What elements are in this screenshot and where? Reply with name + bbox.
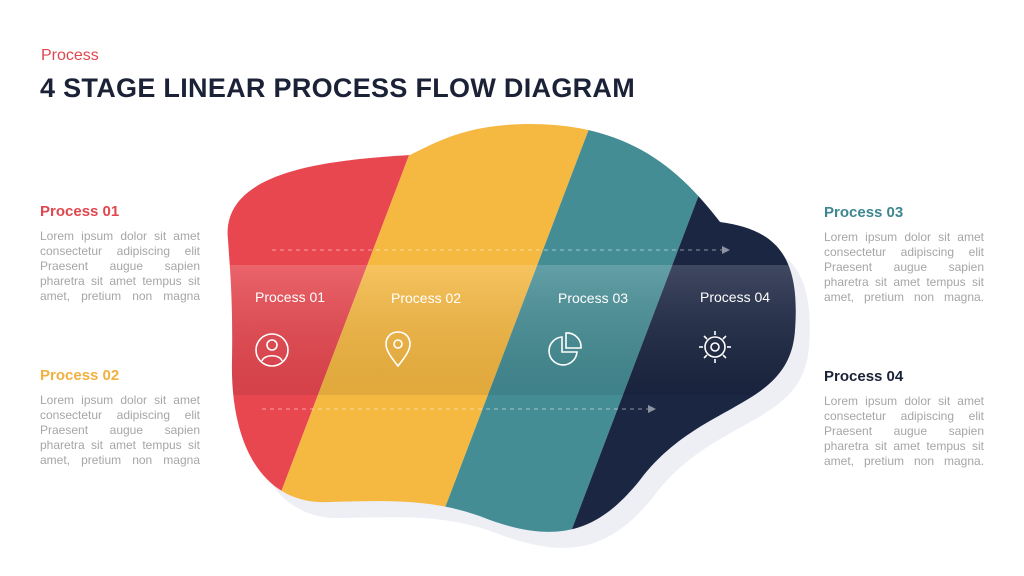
description-line: Lorem ipsum dolor sit amet bbox=[40, 229, 200, 243]
stage-band bbox=[227, 265, 796, 395]
stage-label-03: Process 03 bbox=[558, 290, 629, 306]
description-line: amet, pretium non magna. bbox=[824, 290, 984, 304]
description-line: Praesent augue sapien bbox=[824, 424, 984, 438]
stage-label-01: Process 01 bbox=[255, 289, 326, 305]
description-line: pharetra sit amet tempus sit bbox=[40, 274, 200, 288]
bottom-arrow-head bbox=[648, 405, 656, 413]
page-title: 4 STAGE LINEAR PROCESS FLOW DIAGRAM bbox=[40, 73, 636, 103]
location-pin-icon bbox=[385, 331, 411, 368]
description-line: Lorem ipsum dolor sit amet bbox=[40, 393, 200, 407]
section-eyebrow: Process bbox=[41, 47, 99, 64]
description-line: Lorem ipsum dolor sit amet bbox=[824, 230, 984, 244]
description-heading: Process 04 bbox=[824, 368, 904, 385]
stage-label-02: Process 02 bbox=[391, 290, 462, 306]
description-line: Praesent augue sapien bbox=[40, 423, 200, 437]
user-icon bbox=[255, 333, 289, 367]
gear-icon bbox=[699, 331, 731, 363]
description-line: amet, pretium non magna bbox=[40, 289, 200, 303]
description-line: pharetra sit amet tempus sit bbox=[824, 275, 984, 289]
description-line: amet, pretium non magna bbox=[40, 453, 200, 467]
description-line: consectetur adipiscing elit bbox=[824, 245, 984, 259]
description-process-03: Process 03 Lorem ipsum dolor sit amet co… bbox=[824, 204, 984, 305]
pie-chart-icon bbox=[548, 332, 582, 366]
description-line: Lorem ipsum dolor sit amet bbox=[824, 394, 984, 408]
description-heading: Process 01 bbox=[40, 203, 120, 220]
description-line: pharetra sit amet tempus sit bbox=[824, 439, 984, 453]
description-line: amet, pretium non magna. bbox=[824, 454, 984, 468]
description-line: consectetur adipiscing elit bbox=[40, 408, 200, 422]
description-line: Praesent augue sapien bbox=[824, 260, 984, 274]
description-line: pharetra sit amet tempus sit bbox=[40, 438, 200, 452]
top-arrow-head bbox=[722, 246, 730, 254]
description-line: consectetur adipiscing elit bbox=[40, 244, 200, 258]
description-heading: Process 02 bbox=[40, 367, 120, 384]
description-line: consectetur adipiscing elit bbox=[824, 409, 984, 423]
description-process-04: Process 04 Lorem ipsum dolor sit amet co… bbox=[824, 368, 984, 469]
description-process-02: Process 02 Lorem ipsum dolor sit amet co… bbox=[40, 367, 200, 468]
stage-label-04: Process 04 bbox=[700, 289, 771, 305]
description-process-01: Process 01 Lorem ipsum dolor sit amet co… bbox=[40, 203, 200, 304]
description-line: Praesent augue sapien bbox=[40, 259, 200, 273]
description-heading: Process 03 bbox=[824, 204, 904, 221]
